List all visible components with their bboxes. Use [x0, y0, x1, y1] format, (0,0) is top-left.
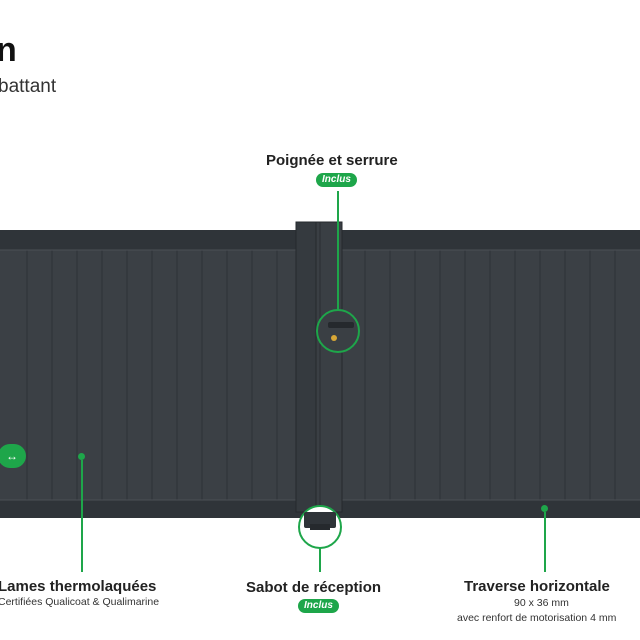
slide-arrows-icon: ↔ — [0, 444, 26, 468]
sabot-included-badge: Inclus — [298, 599, 339, 613]
handle-lever — [328, 322, 354, 328]
left-slats — [26, 250, 278, 500]
handle-circle — [316, 309, 360, 353]
poignee-included-badge: Inclus — [316, 173, 357, 187]
product-subtitle: battant — [0, 76, 57, 97]
poignee-label: Poignée et serrure — [266, 152, 398, 169]
traverse-dimensions: 90 x 36 mm — [514, 597, 569, 609]
lames-callout-line — [81, 460, 83, 572]
poignee-callout-line — [337, 191, 339, 310]
product-title: n — [0, 31, 17, 69]
left-center-post — [295, 221, 317, 513]
lames-label: Lames thermolaquées — [0, 578, 157, 595]
traverse-reinforcement: avec renfort de motorisation 4 mm — [457, 612, 617, 624]
right-slats — [364, 250, 616, 500]
sabot-callout-line — [319, 548, 321, 572]
lames-dot — [78, 453, 85, 460]
traverse-dot — [541, 505, 548, 512]
lames-subtitle: Certifiées Qualicoat & Qualimarine — [0, 596, 160, 608]
right-leaf — [342, 250, 640, 502]
traverse-callout-line — [544, 512, 546, 572]
key-icon — [331, 335, 337, 341]
sabot-label: Sabot de réception — [246, 579, 382, 596]
left-leaf — [0, 250, 298, 502]
traverse-label: Traverse horizontale — [464, 578, 610, 595]
